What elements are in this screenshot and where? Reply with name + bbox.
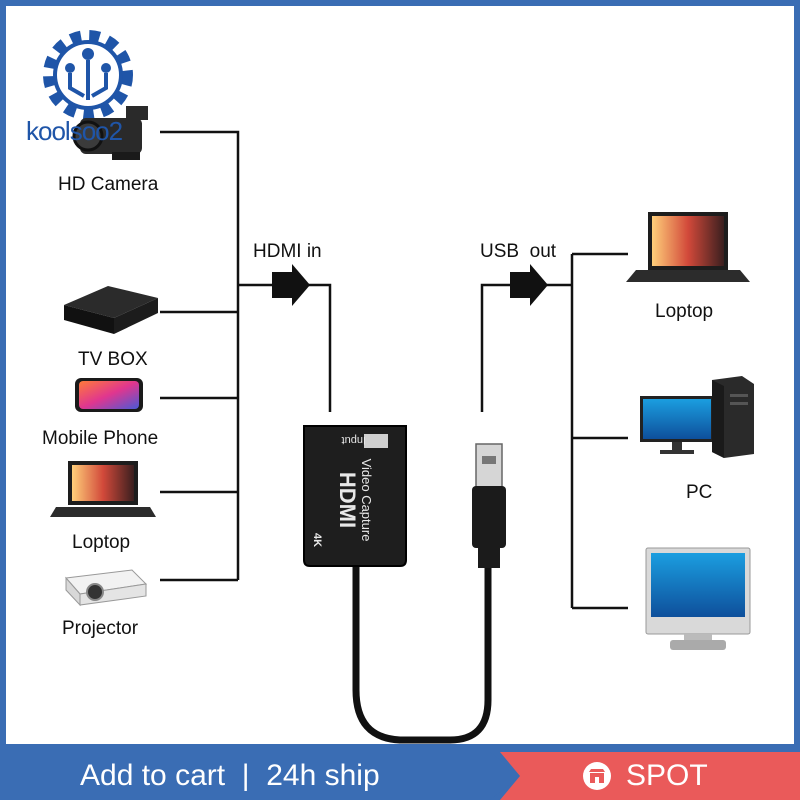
hd-camera-label: HD Camera [58,174,159,195]
input-laptop-label: Loptop [72,532,130,553]
pc-icon [640,376,754,458]
hdmi-port [364,434,388,448]
mobile-phone-icon [75,378,143,412]
hdmi-in-label: HDMI in [253,241,322,262]
add-to-cart-banner[interactable]: Add to cart | 24h ship [0,752,540,800]
hdmi-in-arrow-icon [272,264,310,306]
output-laptop-icon [626,212,750,282]
monitor-icon [646,548,750,650]
usb-out-arrow-icon [510,264,548,306]
brand-logo-gear-icon [50,37,126,113]
spot-banner[interactable]: SPOT [500,752,800,800]
spot-label: SPOT [626,759,708,793]
output-laptop-label: Loptop [655,301,713,322]
mobile-phone-label: Mobile Phone [42,428,158,449]
hdmi-brand-mark: HDMI [335,472,360,528]
projector-icon [66,570,146,605]
shop-icon [582,761,612,791]
output-connection-lines [482,254,628,608]
tv-box-label: TV BOX [78,349,148,370]
tv-box-icon [64,286,158,334]
bottom-banner: Add to cart | 24h ship SPOT [0,752,800,800]
usb-out-label: USB out [480,241,557,262]
usb-cable [356,560,488,740]
4k-badge: 4K [311,533,323,547]
video-capture-label: Video Capture [359,459,374,542]
usb-plug-icon [472,444,506,568]
brand-logo-text: koolsoo2 [26,116,122,147]
projector-label: Projector [62,618,139,639]
input-laptop-icon [50,461,156,517]
input-port-label: Input [342,434,366,446]
capture-card: Input HDMI Video Capture 4K [304,426,406,566]
pc-label: PC [686,482,712,503]
